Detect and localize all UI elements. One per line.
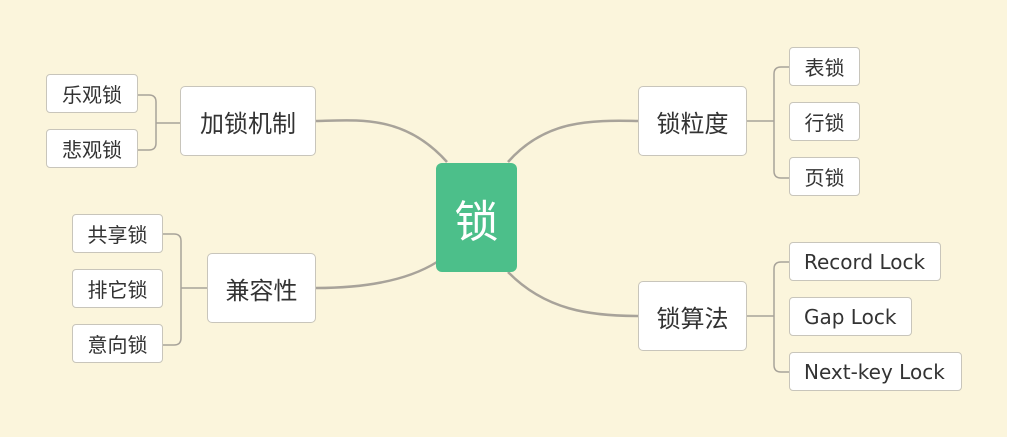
leaf-node-intention-lock[interactable]: 意向锁 (72, 324, 163, 363)
connector-root-mechanism (315, 119, 448, 163)
connector-root-granularity (507, 119, 639, 163)
leaf-node-gap-lock[interactable]: Gap Lock (789, 297, 912, 336)
leaf-node-page-lock[interactable]: 页锁 (789, 157, 860, 196)
leaf-node-row-lock[interactable]: 行锁 (789, 102, 860, 141)
leaf-node-exclusive-lock[interactable]: 排它锁 (72, 269, 163, 308)
leaf-node-optimistic-lock[interactable]: 乐观锁 (46, 74, 138, 113)
leaf-node-shared-lock[interactable]: 共享锁 (72, 214, 163, 253)
branch-node-algorithm[interactable]: 锁算法 (638, 281, 747, 351)
bracket-granularity (746, 66, 789, 179)
connector-root-algorithm (507, 271, 639, 318)
canvas-right-edge (1007, 0, 1013, 437)
leaf-node-pessimistic-lock[interactable]: 悲观锁 (46, 129, 138, 168)
bracket-algorithm (746, 261, 789, 373)
root-node[interactable]: 锁 (436, 163, 517, 272)
leaf-node-table-lock[interactable]: 表锁 (789, 47, 860, 86)
leaf-node-next-key-lock[interactable]: Next-key Lock (789, 352, 962, 391)
branch-node-granularity[interactable]: 锁粒度 (638, 86, 747, 156)
connector-root-compat (315, 260, 438, 290)
bracket-mechanism (138, 94, 180, 151)
bracket-compat (163, 233, 207, 346)
branch-node-compatibility[interactable]: 兼容性 (207, 253, 316, 323)
branch-node-lock-mechanism[interactable]: 加锁机制 (180, 86, 316, 156)
leaf-node-record-lock[interactable]: Record Lock (789, 242, 941, 281)
